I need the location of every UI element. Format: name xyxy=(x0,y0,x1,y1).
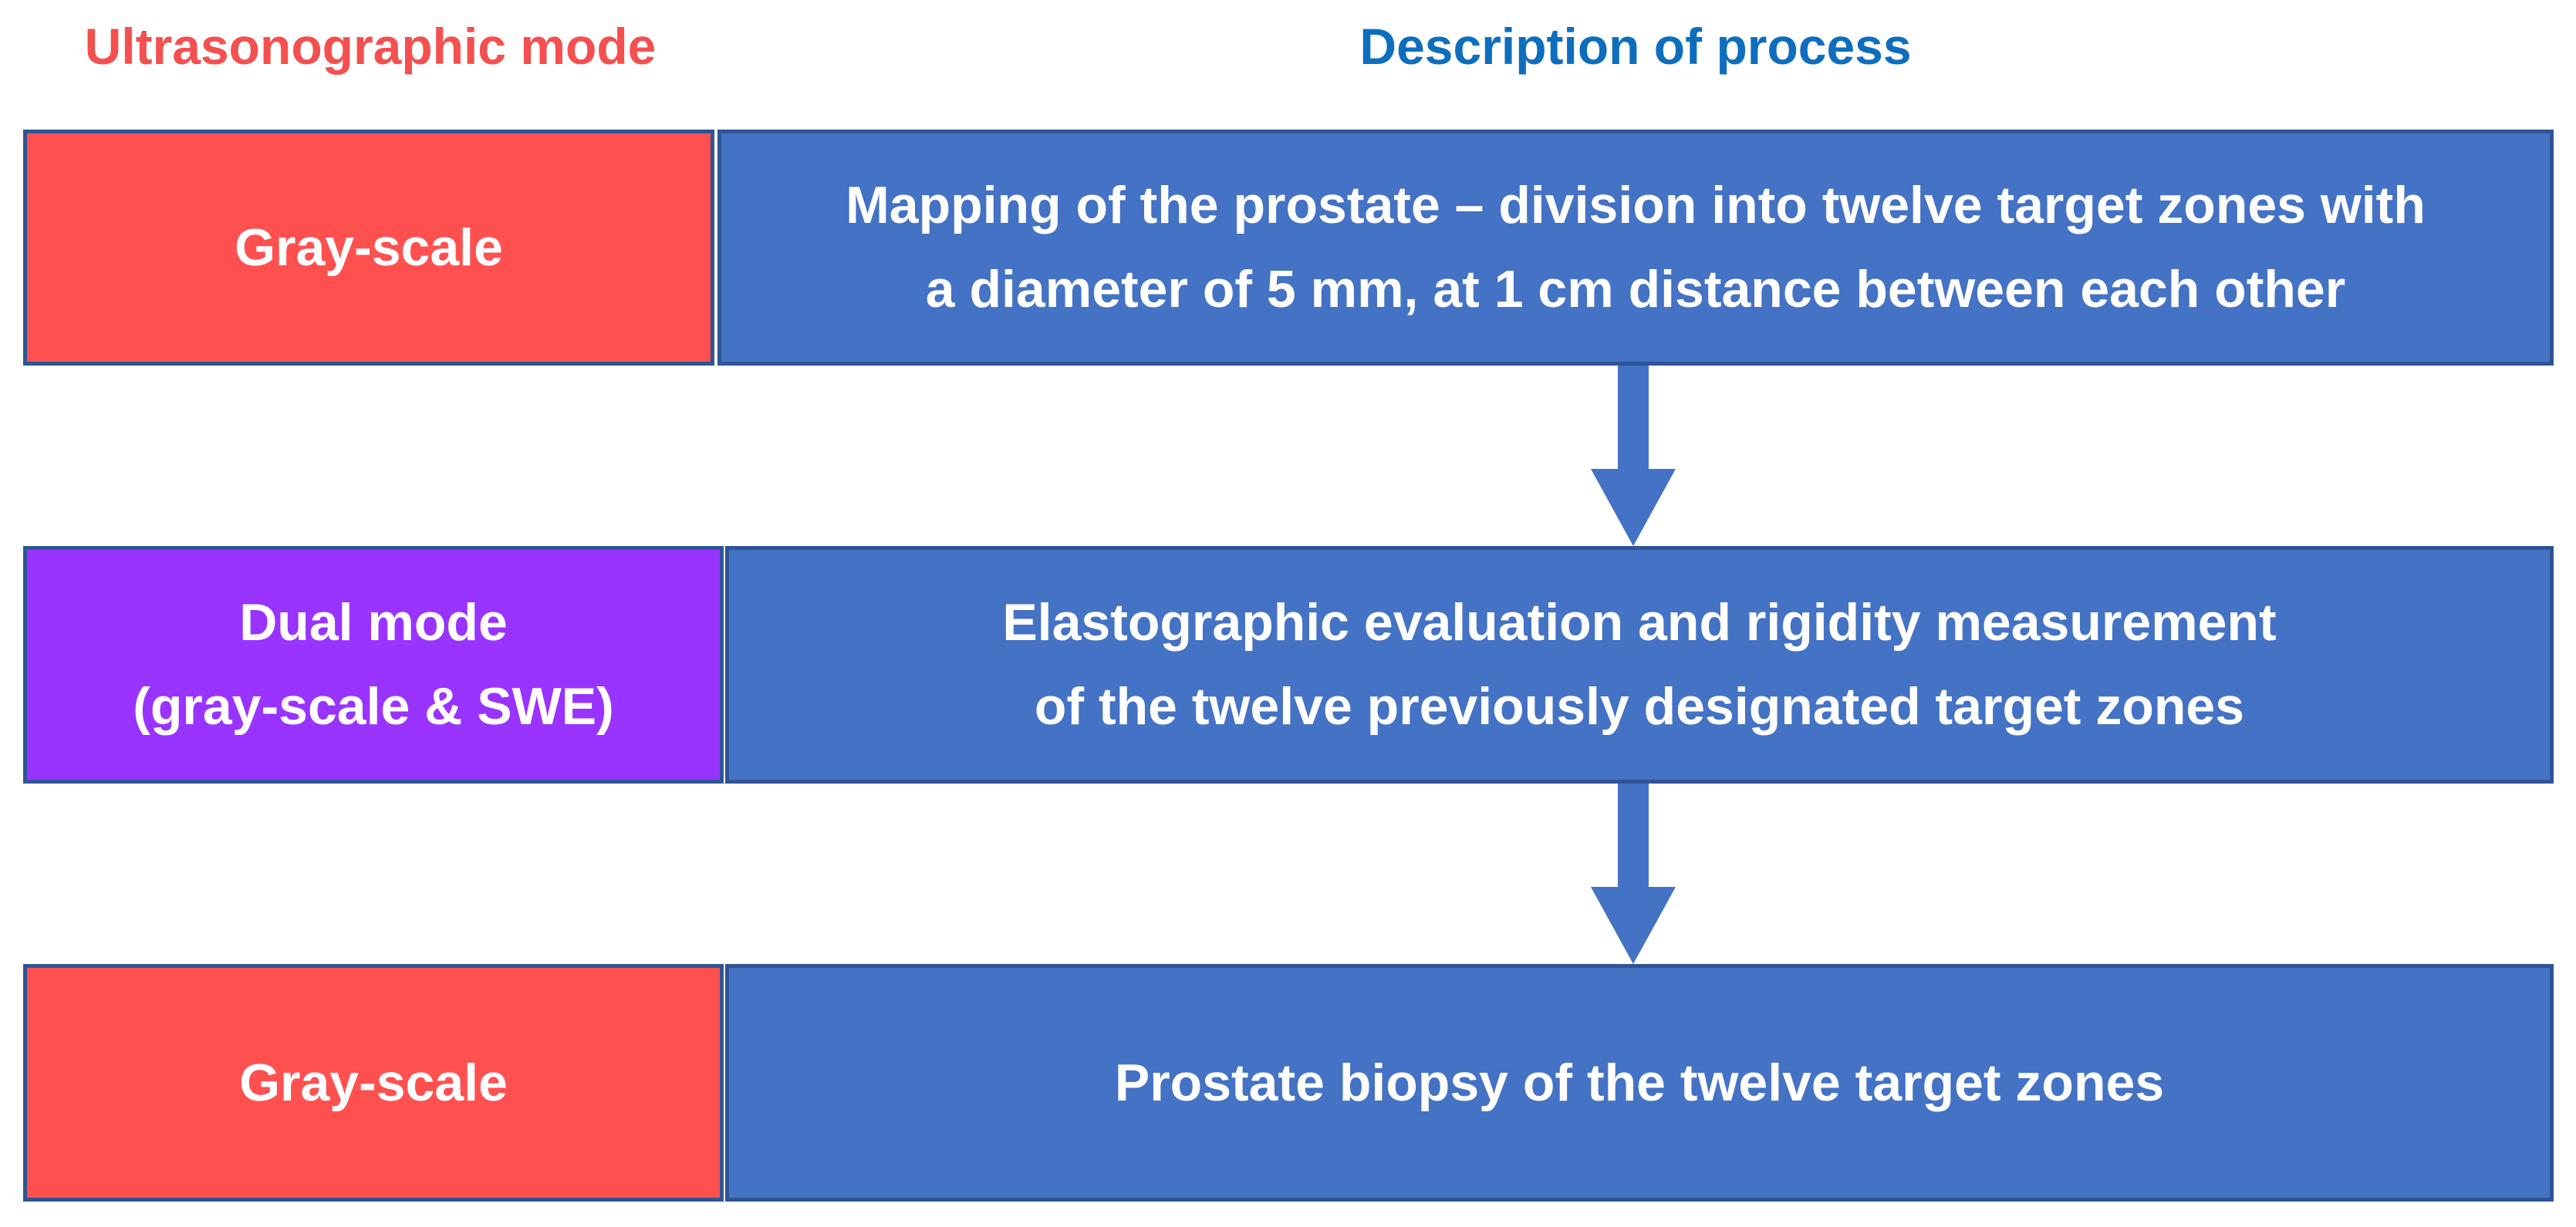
arrow-1-shape xyxy=(1591,366,1676,546)
step-2-mode-line-2: (gray-scale & SWE) xyxy=(133,677,614,736)
step-1-description-line-2: a diameter of 5 mm, at 1 cm distance bet… xyxy=(925,260,2346,319)
description-column-header: Description of process xyxy=(1359,18,1912,75)
step-3-mode-label: Gray-scale xyxy=(239,1053,508,1112)
step-3-mode-box: Gray-scale xyxy=(23,964,724,1202)
step-1-description-line-1: Mapping of the prostate – division into … xyxy=(846,176,2426,235)
step-1-description-box: Mapping of the prostate – division into … xyxy=(717,130,2554,366)
step-2-description-line-1: Elastographic evaluation and rigidity me… xyxy=(1002,593,2277,652)
down-arrow-icon xyxy=(1591,784,1676,964)
step-1-mode-label: Gray-scale xyxy=(235,217,503,277)
step-3-description-box: Prostate biopsy of the twelve target zon… xyxy=(725,964,2554,1202)
arrow-2-shape xyxy=(1591,784,1676,964)
step-2-description-line-2: of the twelve previously designated targ… xyxy=(1034,677,2245,736)
step-3-description-line-1: Prostate biopsy of the twelve target zon… xyxy=(1114,1053,2165,1112)
step-2-mode-box: Dual mode (gray-scale & SWE) xyxy=(23,546,724,784)
step-2-description-box: Elastographic evaluation and rigidity me… xyxy=(725,546,2554,784)
step-2-mode-line-1: Dual mode xyxy=(239,593,508,652)
step-1-mode-box: Gray-scale xyxy=(23,130,714,366)
mode-column-header: Ultrasonographic mode xyxy=(84,18,657,75)
down-arrow-icon xyxy=(1591,366,1676,546)
